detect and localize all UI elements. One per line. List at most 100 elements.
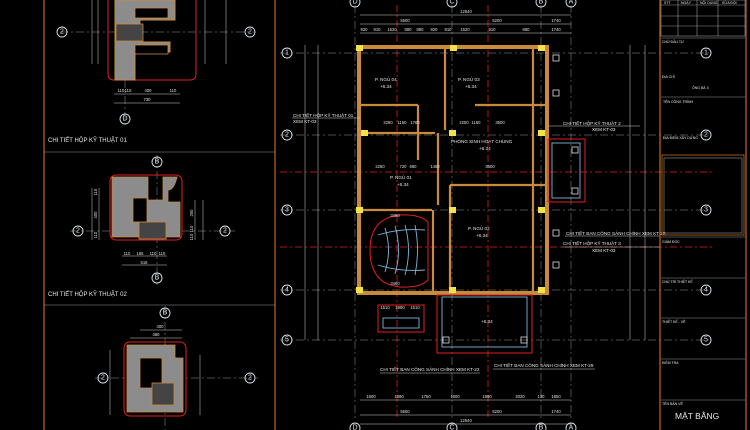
detail-box-02: 110 185 110 110 516 115 400 110 250 110 …: [70, 155, 235, 285]
svg-text:1150: 1150: [471, 120, 481, 125]
grid-axes: [280, 5, 712, 420]
svg-text:1150: 1150: [397, 120, 407, 125]
svg-text:B: B: [155, 275, 160, 282]
field-label: THIẾT KẾ - VẼ: [662, 319, 686, 324]
dim: 250: [189, 209, 194, 217]
axis-bubble: 2: [244, 26, 256, 38]
drawing-title: MẶT BẰNG: [675, 411, 719, 421]
dim-total: 516: [141, 260, 149, 265]
columns: [356, 45, 545, 293]
svg-text:4: 4: [285, 287, 289, 294]
detail-01-title: CHI TIẾT HỘP KỸ THUẬT 01: [48, 137, 127, 144]
svg-text:D: D: [122, 116, 127, 123]
svg-text:660: 660: [410, 164, 418, 169]
svg-text:3: 3: [704, 207, 708, 214]
axis-bubble-row-1: 1: [281, 47, 293, 59]
axis-bubble: B: [151, 156, 163, 168]
note-bancong-br: CHI TIẾT BAN CÔNG SẢNH CHÍNH XEM KT-29: [494, 362, 594, 368]
top-dimensions: 12540 5500 5200 1740 920 910 1520 880 88…: [360, 9, 571, 34]
svg-text:2: 2: [60, 29, 64, 36]
svg-text:1510: 1510: [380, 305, 390, 310]
svg-text:3500: 3500: [485, 164, 495, 169]
svg-text:4: 4: [704, 287, 708, 294]
dim: 5200: [492, 18, 502, 23]
dim: 5500: [400, 18, 410, 23]
level-tag: +6.34: [397, 182, 409, 187]
note-hkt01-ref: XEM KT-03: [293, 119, 317, 124]
axis-bubble-col-d-bottom: D: [349, 422, 361, 430]
svg-text:1990: 1990: [394, 394, 404, 399]
axis-bubble: 2: [56, 26, 68, 38]
axis-bubble-col-b-bottom: B: [535, 422, 547, 430]
left-panel-frame: [43, 0, 276, 430]
svg-text:2: 2: [76, 228, 80, 235]
bottom-dimensions: 1600 1990 1750 1600 1990 2020 130 1850 5…: [360, 394, 571, 425]
note-hkt01: CHI TIẾT HỘP KỸ THUẬT 01: [293, 112, 354, 118]
note-hkt03: CHI TIẾT HỘP KỸ THUẬT 3: [563, 240, 621, 246]
staircase: [369, 214, 429, 288]
dim: 115: [93, 188, 98, 195]
svg-text:2250: 2250: [459, 120, 469, 125]
svg-text:1750: 1750: [421, 394, 431, 399]
dim: 110: [93, 231, 98, 238]
axis-bubble-row-5-right: 5: [700, 334, 712, 346]
dim: 400: [93, 211, 98, 219]
axis-bubble: D: [119, 113, 131, 125]
axis-bubble-col-c: C: [446, 0, 458, 8]
svg-text:3500: 3500: [495, 120, 505, 125]
svg-text:B: B: [163, 310, 168, 317]
field-label: ĐỊA ĐIỂM XÂY DỰNG: [663, 135, 698, 140]
svg-text:720: 720: [400, 164, 408, 169]
note-hkt02-ref: XEM KT-03: [592, 127, 616, 132]
svg-text:B: B: [539, 425, 544, 430]
detail-box-03: 400 480 B 2 2: [95, 306, 258, 430]
axis-bubble: 2: [72, 225, 84, 237]
dim-total: 12540: [460, 9, 472, 14]
dim: 110: [118, 88, 125, 93]
room-label: P. NGỦ 04: [375, 76, 397, 82]
svg-text:2: 2: [248, 29, 252, 36]
level-tag: +6.34: [465, 84, 477, 89]
svg-text:D: D: [352, 0, 357, 6]
svg-text:5200: 5200: [492, 409, 502, 414]
dim: 110: [159, 251, 166, 256]
field-value: ÔNG BÀ X: [692, 85, 710, 90]
svg-text:D: D: [352, 425, 357, 430]
svg-text:2250: 2250: [383, 120, 393, 125]
svg-text:5: 5: [285, 337, 289, 344]
svg-text:2: 2: [248, 375, 252, 382]
header-cell: SỬA ĐỔI: [722, 0, 737, 5]
svg-text:B: B: [539, 0, 544, 6]
axis-bubble-col-c-bottom: C: [446, 422, 458, 430]
svg-text:2020: 2020: [515, 394, 525, 399]
axis-bubble-row-2: 2: [281, 129, 293, 141]
header-cell: STT: [664, 1, 671, 5]
header-cell: NGÀY: [681, 1, 692, 5]
field-label: CHỦ ĐẦU TƯ: [662, 39, 684, 44]
svg-text:1: 1: [704, 50, 708, 57]
note-bancong-bl: CHI TIẾT BAN CÔNG SẢNH CHÍNH XEM KT-22: [380, 366, 480, 372]
svg-text:1990: 1990: [395, 305, 405, 310]
svg-text:880: 880: [405, 27, 413, 32]
svg-text:1740: 1740: [551, 409, 561, 414]
title-block: STT NGÀY NỘI DUNG SỬA ĐỔI CHỦ ĐẦU TƯ ĐỊA…: [659, 0, 747, 430]
svg-text:910: 910: [489, 27, 497, 32]
svg-text:2250: 2250: [375, 164, 385, 169]
detail-02-title: CHI TIẾT HỘP KỸ THUẬT 02: [48, 291, 127, 298]
axis-bubble-row-4-right: 4: [700, 284, 712, 296]
svg-text:910: 910: [374, 27, 382, 32]
axis-bubble-col-a: A: [565, 0, 577, 8]
svg-text:2: 2: [704, 132, 708, 139]
header-cell: NỘI DUNG: [700, 0, 718, 5]
dim: 480: [153, 332, 161, 337]
dim: 110: [125, 88, 132, 93]
axis-bubble-row-2-right: 2: [700, 129, 712, 141]
svg-text:C: C: [449, 0, 454, 6]
axis-bubble: 2: [97, 372, 109, 384]
dim: 400: [145, 88, 153, 93]
axis-bubbles: 1 2 3 4 5 1 2 3 4 5 D C B A D C B A: [281, 0, 712, 430]
axis-bubble-row-3-right: 3: [700, 204, 712, 216]
room-label: P. NGỦ 01: [390, 174, 412, 180]
dim: 110: [170, 88, 177, 93]
